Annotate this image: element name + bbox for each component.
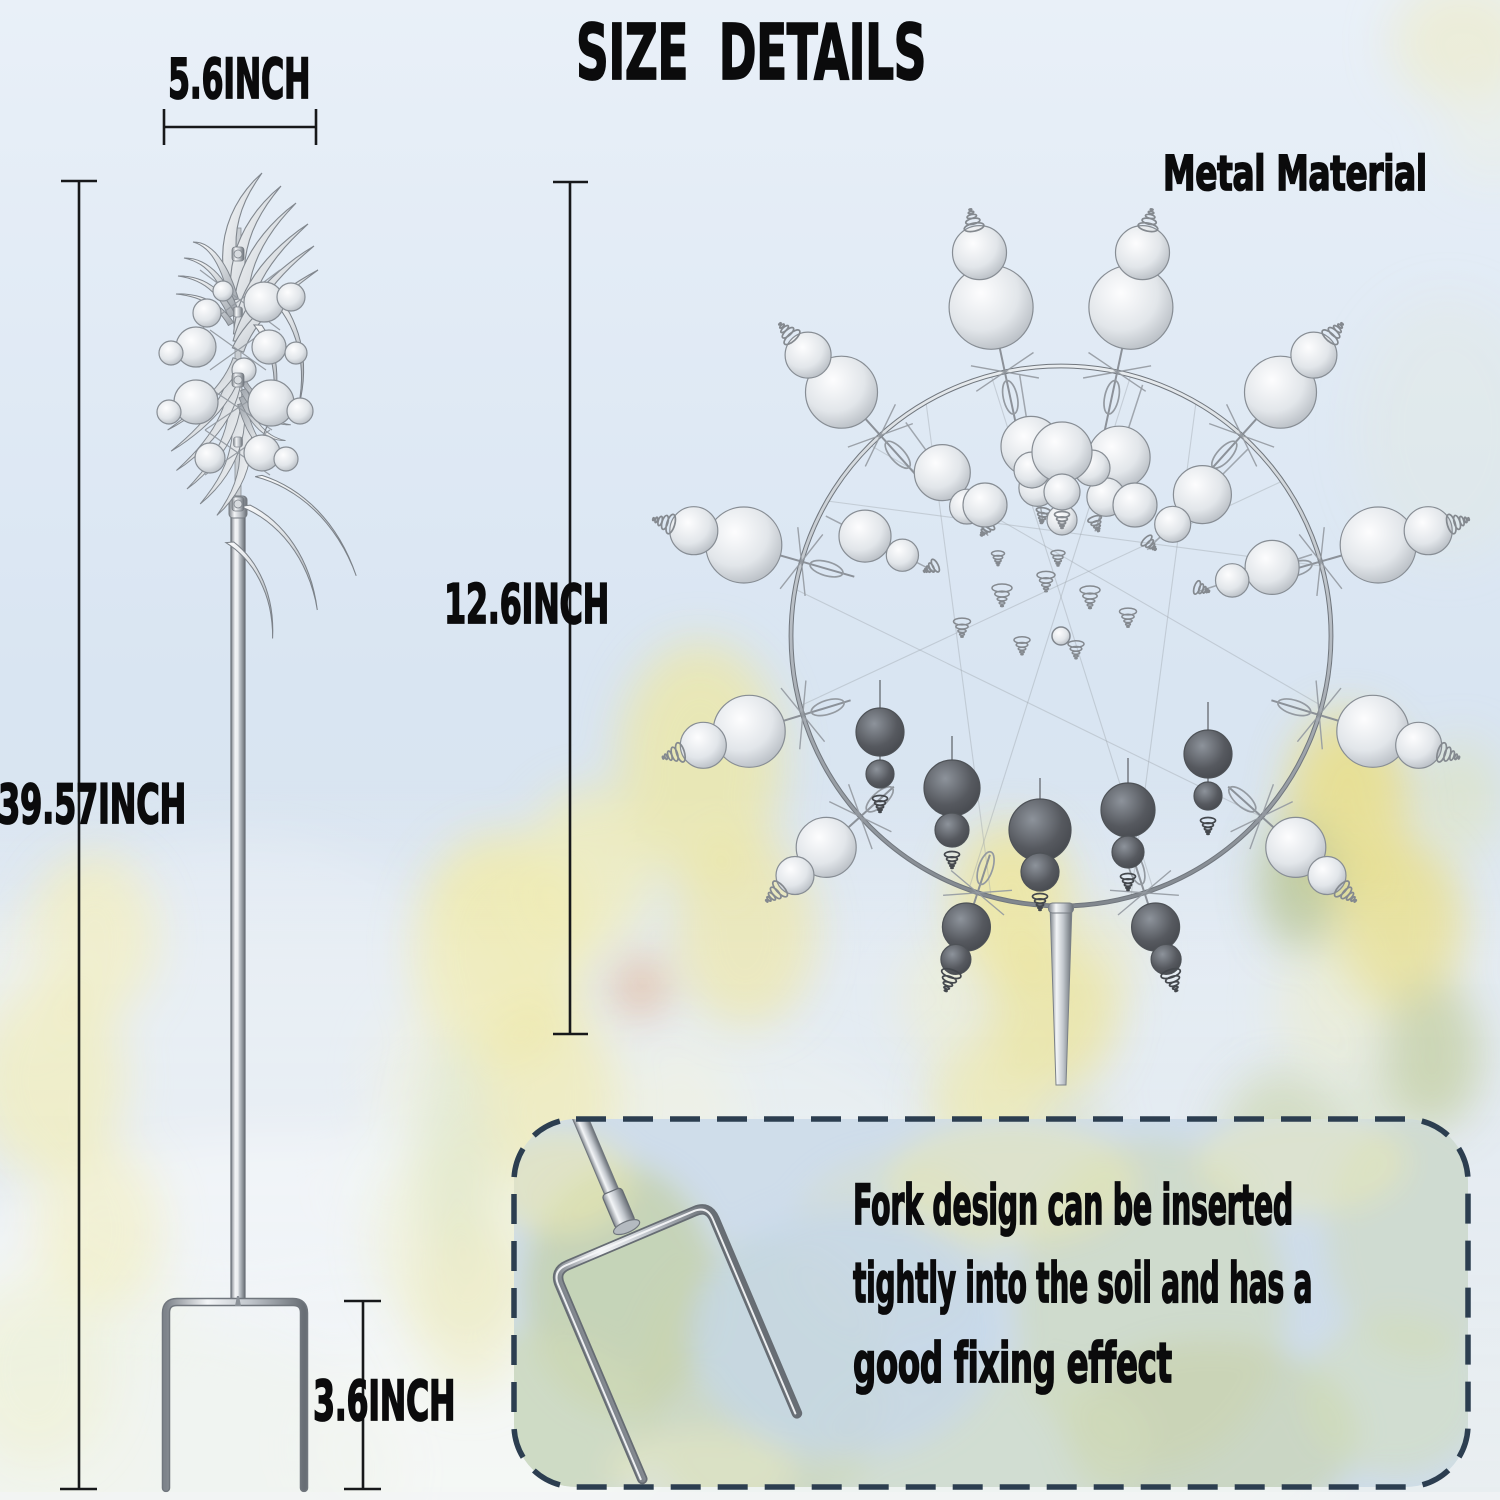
label-total-height: 39.57INCH (0, 773, 187, 836)
label-fork-height: 3.6INCH (312, 1369, 456, 1433)
wind-spinner-front-view (651, 208, 1471, 1086)
callout-box-background (514, 1119, 1468, 1487)
fork-inset-illustration (547, 1119, 803, 1485)
dim-diameter-12-6 (553, 180, 588, 1036)
dim-width-5-6 (162, 109, 318, 145)
callout-line-3: good fixing effect (852, 1331, 1172, 1395)
callout-line-1: Fork design can be inserted (853, 1173, 1294, 1237)
bottom-edge-strip (0, 1492, 1500, 1500)
dim-height-39-57 (60, 179, 97, 1491)
page-title: SIZE DETAILS (575, 9, 927, 98)
callout-box-border (511, 1116, 1471, 1490)
wind-spinner-side-view (156, 172, 357, 1493)
callout-line-2: tightly into the soil and has a (853, 1251, 1313, 1315)
label-material: Metal Material (1162, 146, 1427, 202)
label-wheel-diameter: 12.6INCH (443, 573, 610, 636)
label-top-width: 5.6INCH (167, 47, 311, 111)
dim-fork-3-6 (344, 1299, 381, 1491)
